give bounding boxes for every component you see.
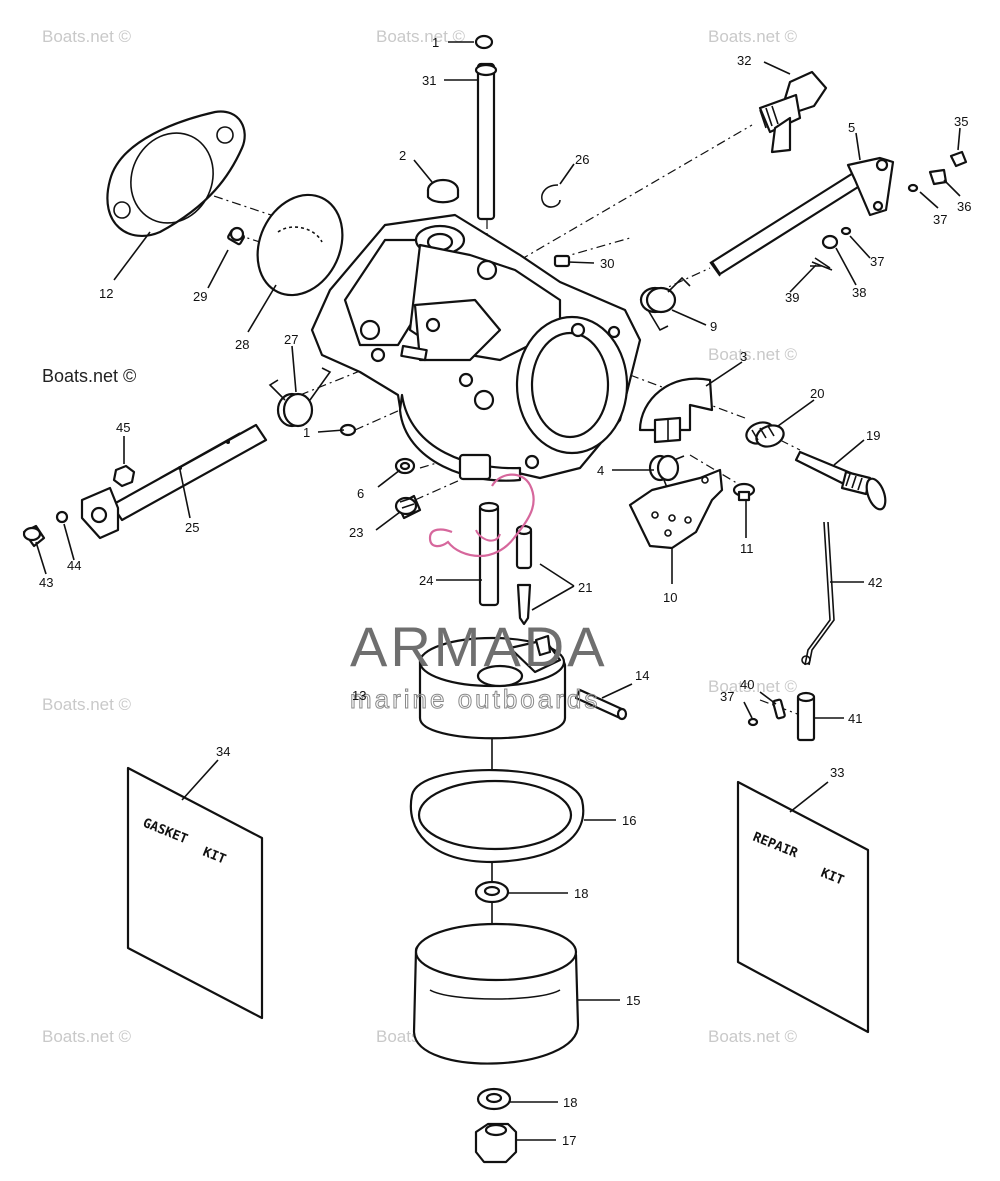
callout-layer: 1 31 32 2 26 5 35 36 37 12 29 28 30 37 3… [35,35,971,1148]
callout-label: 38 [852,285,866,300]
callout-label: 29 [193,289,207,304]
screw [732,482,756,502]
brand-tagline: marine outboards [350,684,600,714]
callout-label: 27 [284,332,298,347]
callout-label: 19 [866,428,880,443]
armada-branding: ARMADA marine outboards [350,615,608,715]
throttle-plate [256,193,344,297]
throttle-shaft [709,156,895,277]
watermark: Boats.net © [708,345,798,364]
watermark: Boats.net © [708,27,798,46]
float-bowl [412,922,580,1065]
callout-label: 35 [954,114,968,129]
callout-label: 26 [575,152,589,167]
carburetor-body [310,213,642,482]
callout-label: 41 [848,711,862,726]
watermark: Boats.net © [708,677,798,696]
callout-label: 40 [740,677,754,692]
screw [394,457,416,475]
callout-label: 20 [810,386,824,401]
callout-label: 23 [349,525,363,540]
watermark: Boats.net © [42,27,132,46]
callout-label: 34 [216,744,230,759]
callout-label: 1 [432,35,439,50]
pin [772,698,786,720]
callout-label: 24 [419,573,433,588]
watermark: Boats.net © [42,366,136,386]
watermark: Boats.net © [376,27,466,46]
callout-label: 25 [185,520,199,535]
callout-label: 16 [622,813,636,828]
watermark: Boats.net © [42,1027,132,1046]
callout-label: 11 [740,541,754,556]
callout-label: 42 [868,575,882,590]
armada-logo-mark [428,473,535,558]
callout-label: 33 [830,765,844,780]
callout-label: 3 [740,349,747,364]
screw [227,226,245,246]
callout-label: 32 [737,53,751,68]
callout-label: 15 [626,993,640,1008]
callout-label: 45 [116,420,130,435]
lever-spring [648,454,685,491]
choke-spring [268,367,332,428]
inlet-needle-seat [515,524,533,626]
fuel-fitting [758,70,828,154]
callout-label: 10 [663,590,677,605]
callout-label: 28 [235,337,249,352]
repair-kit: REPAIR KIT [736,780,870,1034]
callout-label: 5 [848,120,855,135]
choke-rod [474,34,498,221]
jet [394,494,422,520]
idle-spring [745,421,785,448]
welch-plug [426,178,460,204]
callout-label: 44 [67,558,81,573]
callout-label: 13 [352,688,366,703]
hinge-pin [574,688,628,721]
screw [553,254,571,268]
callout-label: 4 [597,463,604,478]
callout-label: 36 [957,199,971,214]
link-rod [801,521,835,666]
callout-label: 37 [933,212,947,227]
callout-label: 9 [710,319,717,334]
throttle-spring [639,276,691,332]
washer [476,1087,512,1111]
callout-label: 18 [563,1095,577,1110]
callout-label: 6 [357,486,364,501]
callout-label: 30 [600,256,614,271]
small-screws [747,150,968,727]
callout-label: 12 [99,286,113,301]
bowl-nut [474,1122,518,1164]
callout-label: 31 [422,73,436,88]
callout-label: 2 [399,148,406,163]
callout-label: 14 [635,668,649,683]
washer [474,880,510,904]
choke-plate [638,377,714,444]
flange-gasket [106,110,246,237]
sleeve [796,691,816,742]
throttle-lever [628,468,724,550]
callout-label: 18 [574,886,588,901]
callout-label: 21 [578,580,592,595]
idle-mixture-screw [794,450,887,511]
choke-shaft [80,423,268,540]
callout-label: 17 [562,1133,576,1148]
callout-label: 37 [870,254,884,269]
callout-label: 39 [785,290,799,305]
watermark: Boats.net © [42,695,132,714]
callout-label: 1 [303,425,310,440]
float [418,634,567,740]
callout-label: 43 [39,575,53,590]
bowl-gasket [409,769,585,864]
nut [112,464,136,488]
callout-label: 37 [720,689,734,704]
gasket-kit: GASKET KIT [126,766,264,1020]
brand-name: ARMADA [350,615,608,678]
screw [22,510,69,548]
watermark-layer: Boats.net © Boats.net © Boats.net © Boat… [42,27,798,1046]
watermark: Boats.net © [708,1027,798,1046]
clip [541,184,561,208]
